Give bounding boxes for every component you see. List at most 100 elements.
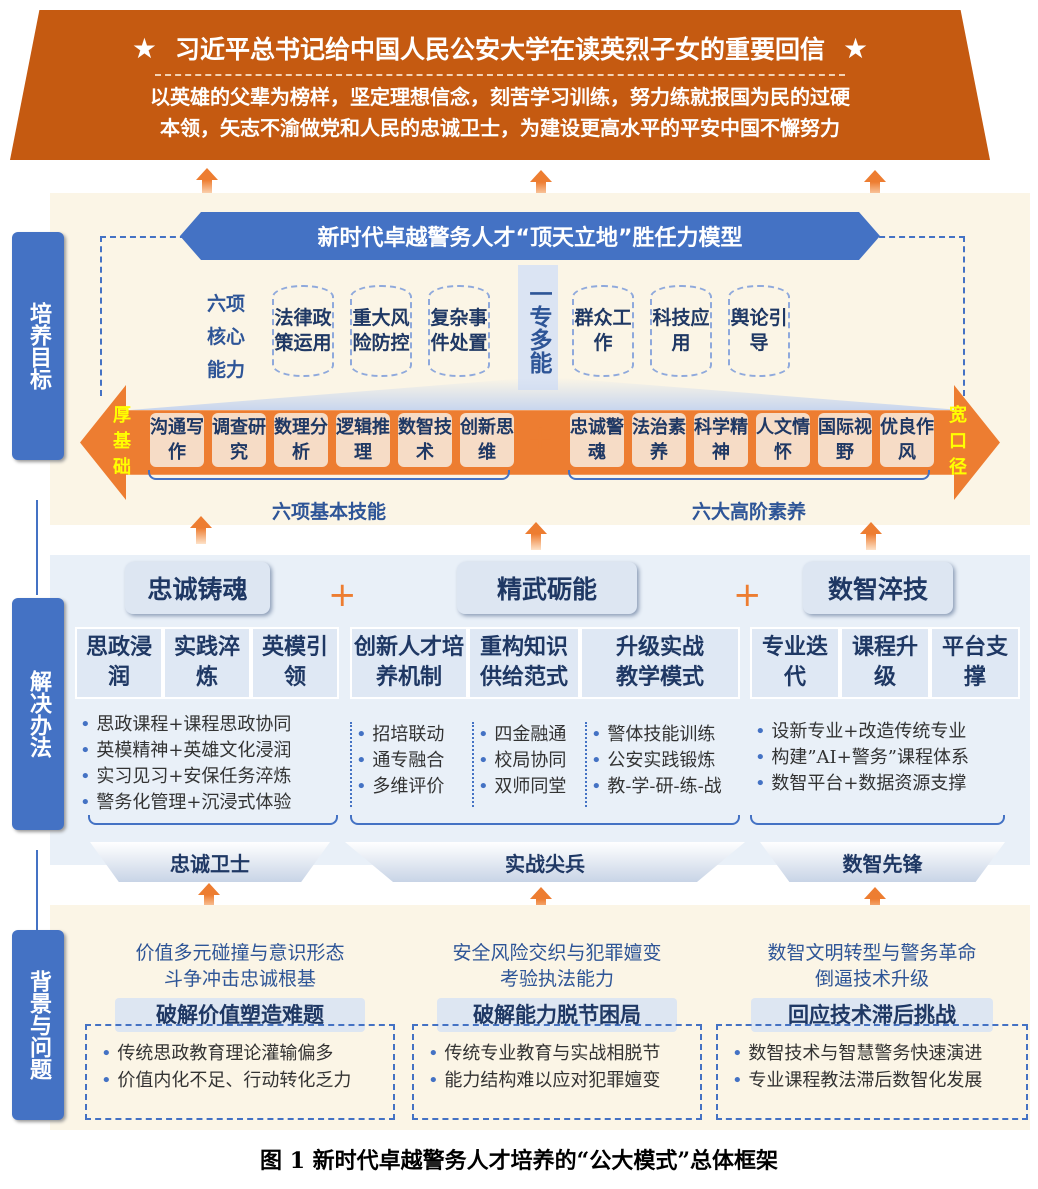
- skill-chip: 调查研究: [212, 413, 266, 467]
- quality-chip: 优良作风: [880, 413, 934, 467]
- skill-chip: 逻辑推理: [336, 413, 390, 467]
- list-item: 教-学-研-练-战: [591, 774, 721, 800]
- problem-head: 破解价值塑造难题: [115, 998, 365, 1032]
- core-ability: 重大风险防控: [350, 285, 412, 377]
- brace: [148, 470, 510, 480]
- solution-cell: 专业迭代: [750, 627, 840, 699]
- list-item: 通专融合: [356, 748, 444, 774]
- core-abilities-right: 群众工作 科技应用 舆论引导: [572, 285, 790, 377]
- list-item: 能力结构难以应对犯罪嬗变: [428, 1067, 692, 1094]
- core-ability: 科技应用: [650, 285, 712, 377]
- list-item: 构建”AI+警务”课程体系: [755, 745, 969, 771]
- left-end-label: 厚基础: [113, 405, 131, 478]
- solution-cell: 英模引领: [251, 627, 339, 699]
- plus-icon: +: [328, 575, 357, 615]
- result-loyal-guard: 忠诚卫士: [90, 842, 330, 882]
- brace: [750, 815, 1005, 825]
- background-desc: 倒逼技术升级: [814, 968, 929, 990]
- arrow-up-icon: [190, 516, 212, 544]
- result-combat-elite: 实战尖兵: [345, 842, 745, 882]
- plus-icon: +: [526, 418, 555, 458]
- core-ability: 法律政策运用: [272, 285, 334, 377]
- core-ability-label: 六项核心能力: [206, 293, 245, 381]
- quality-chip: 法治素养: [632, 413, 686, 467]
- list-item: 数智技术与智慧警务快速演进: [732, 1040, 1018, 1067]
- brace: [568, 470, 930, 480]
- solution-head: 精武砺能: [457, 562, 637, 614]
- solution-cell: 重构知识供给范式: [468, 627, 580, 699]
- star-icon: ★: [843, 32, 869, 65]
- core-abilities-left: 法律政策运用 重大风险防控 复杂事件处置: [272, 285, 490, 377]
- quality-chip: 科学精神: [694, 413, 748, 467]
- arrow-up-icon: [860, 522, 882, 550]
- list-item: 校局协同: [478, 748, 566, 774]
- list-item: 双师同堂: [478, 774, 566, 800]
- core-ability: 舆论引导: [728, 285, 790, 377]
- side-label-background: 背景与问题: [12, 930, 64, 1120]
- result-digital-pioneer: 数智先锋: [760, 842, 1005, 882]
- list-item: 思政课程+课程思政协同: [80, 712, 291, 738]
- letter-body-1: 以英雄的父辈为榜样，坚定理想信念，刻苦学习训练，努力练就报国为民的过硬: [150, 85, 850, 109]
- arrow-up-icon: [864, 170, 886, 198]
- center-label: 一专多能: [518, 265, 558, 390]
- list-item: 实习见习+安保任务淬炼: [80, 764, 291, 790]
- background-desc: 数智文明转型与警务革命: [767, 942, 977, 964]
- list-item: 传统专业教育与实战相脱节: [428, 1040, 692, 1067]
- solution-cells: 专业迭代 课程升级 平台支撑: [750, 627, 1020, 699]
- solution-cell: 课程升级: [840, 627, 930, 699]
- core-ability: 群众工作: [572, 285, 634, 377]
- problem-head: 破解能力脱节困局: [437, 998, 677, 1032]
- model-title: 新时代卓越警务人才“顶天立地”胜任力模型: [180, 212, 880, 260]
- solution-cell: 实践淬炼: [163, 627, 251, 699]
- solution-cell: 升级实战教学模式: [580, 627, 740, 699]
- arrow-up-icon: [525, 522, 547, 550]
- list-item: 公安实践锻炼: [591, 748, 722, 774]
- connector-line: [36, 500, 38, 595]
- background-desc: 斗争冲击忠诚根基: [163, 968, 316, 990]
- list-item: 多维评价: [356, 774, 444, 800]
- basic-skills-label: 六项基本技能: [271, 501, 386, 523]
- solution-list: 思政课程+课程思政协同 英模精神+英雄文化浸润 实习见习+安保任务淬炼 警务化管…: [80, 712, 291, 816]
- skill-chip: 创新思维: [460, 413, 514, 467]
- solution-list: 四金融通 校局协同 双师同堂: [472, 722, 566, 807]
- core-ability: 复杂事件处置: [428, 285, 490, 377]
- list-item: 价值内化不足、行动转化乏力: [101, 1067, 385, 1094]
- skill-chip: 沟通写作: [150, 413, 204, 467]
- right-end-label: 宽口径: [949, 405, 967, 478]
- solution-list: 招培联动 通专融合 多维评价: [350, 722, 444, 807]
- list-item: 传统思政教育理论灌输偏多: [101, 1040, 385, 1067]
- quality-chip: 忠诚警魂: [570, 413, 624, 467]
- background-desc: 安全风险交织与犯罪嬗变: [452, 942, 662, 964]
- letter-title: 习近平总书记给中国人民公安大学在读英烈子女的重要回信: [174, 35, 825, 64]
- arrow-up-icon: [198, 883, 220, 911]
- skill-chip: 数智技术: [398, 413, 452, 467]
- brace: [350, 815, 740, 825]
- basic-skills: 沟通写作 调查研究 数理分析 逻辑推理 数智技术 创新思维: [150, 413, 514, 467]
- arrow-up-icon: [196, 168, 218, 196]
- list-item: 英模精神+英雄文化浸润: [80, 738, 291, 764]
- skill-chip: 数理分析: [274, 413, 328, 467]
- high-qualities-label: 六大高阶素养: [691, 501, 806, 523]
- problem-head: 回应技术滞后挑战: [751, 998, 993, 1032]
- quality-chip: 人文情怀: [756, 413, 810, 467]
- divider: [155, 74, 845, 76]
- solution-list: 设新专业+改造传统专业 构建”AI+警务”课程体系 数智平台+数据资源支撑: [755, 719, 969, 797]
- solution-head: 忠诚铸魂: [125, 562, 270, 614]
- plus-icon: +: [733, 575, 762, 615]
- solution-cell: 创新人才培养机制: [350, 627, 468, 699]
- list-item: 数智平台+数据资源支撑: [755, 771, 969, 797]
- list-item: 招培联动: [356, 722, 444, 748]
- solution-cell: 平台支撑: [930, 627, 1020, 699]
- figure-caption: 图 1 新时代卓越警务人才培养的“公大模式”总体框架: [260, 1148, 778, 1174]
- side-label-solutions: 解决办法: [12, 598, 64, 830]
- solution-cells: 创新人才培养机制 重构知识供给范式 升级实战教学模式: [350, 627, 740, 699]
- list-item: 专业课程教法滞后数智化发展: [732, 1067, 1018, 1094]
- list-item: 四金融通: [478, 722, 566, 748]
- arrow-up-icon: [530, 170, 552, 198]
- letter-body-2: 本领，矢志不渝做党和人民的忠诚卫士，为建设更高水平的平安中国不懈努力: [160, 116, 840, 140]
- background-desc: 价值多元碰撞与意识形态: [135, 942, 345, 964]
- connector-line: [36, 850, 38, 930]
